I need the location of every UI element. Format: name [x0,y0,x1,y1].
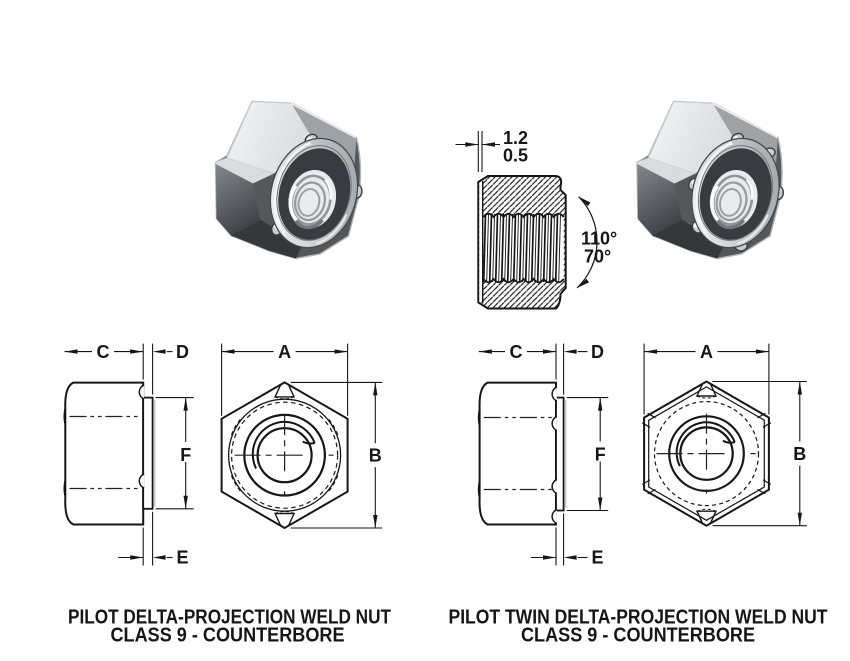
svg-text:B: B [793,444,806,464]
svg-text:PILOT DELTA-PROJECTION WELD NU: PILOT DELTA-PROJECTION WELD NUT [68,607,391,629]
svg-text:70°: 70° [584,247,611,267]
svg-text:A: A [700,342,713,362]
svg-text:F: F [595,445,606,465]
svg-text:CLASS 9 - COUNTERBORE: CLASS 9 - COUNTERBORE [111,625,345,647]
svg-text:E: E [176,548,188,568]
svg-text:1.2: 1.2 [503,128,528,148]
svg-text:0.5: 0.5 [503,146,528,166]
svg-text:D: D [591,342,604,362]
svg-text:D: D [176,342,189,362]
svg-text:E: E [591,548,603,568]
svg-text:PILOT TWIN DELTA-PROJECTION WE: PILOT TWIN DELTA-PROJECTION WELD NUT [449,607,828,629]
svg-text:A: A [278,342,291,362]
svg-text:F: F [180,445,191,465]
svg-text:B: B [369,446,382,466]
svg-text:C: C [97,342,110,362]
svg-text:C: C [510,342,523,362]
svg-text:110°: 110° [581,229,617,249]
svg-text:CLASS 9 - COUNTERBORE: CLASS 9 - COUNTERBORE [521,625,755,647]
